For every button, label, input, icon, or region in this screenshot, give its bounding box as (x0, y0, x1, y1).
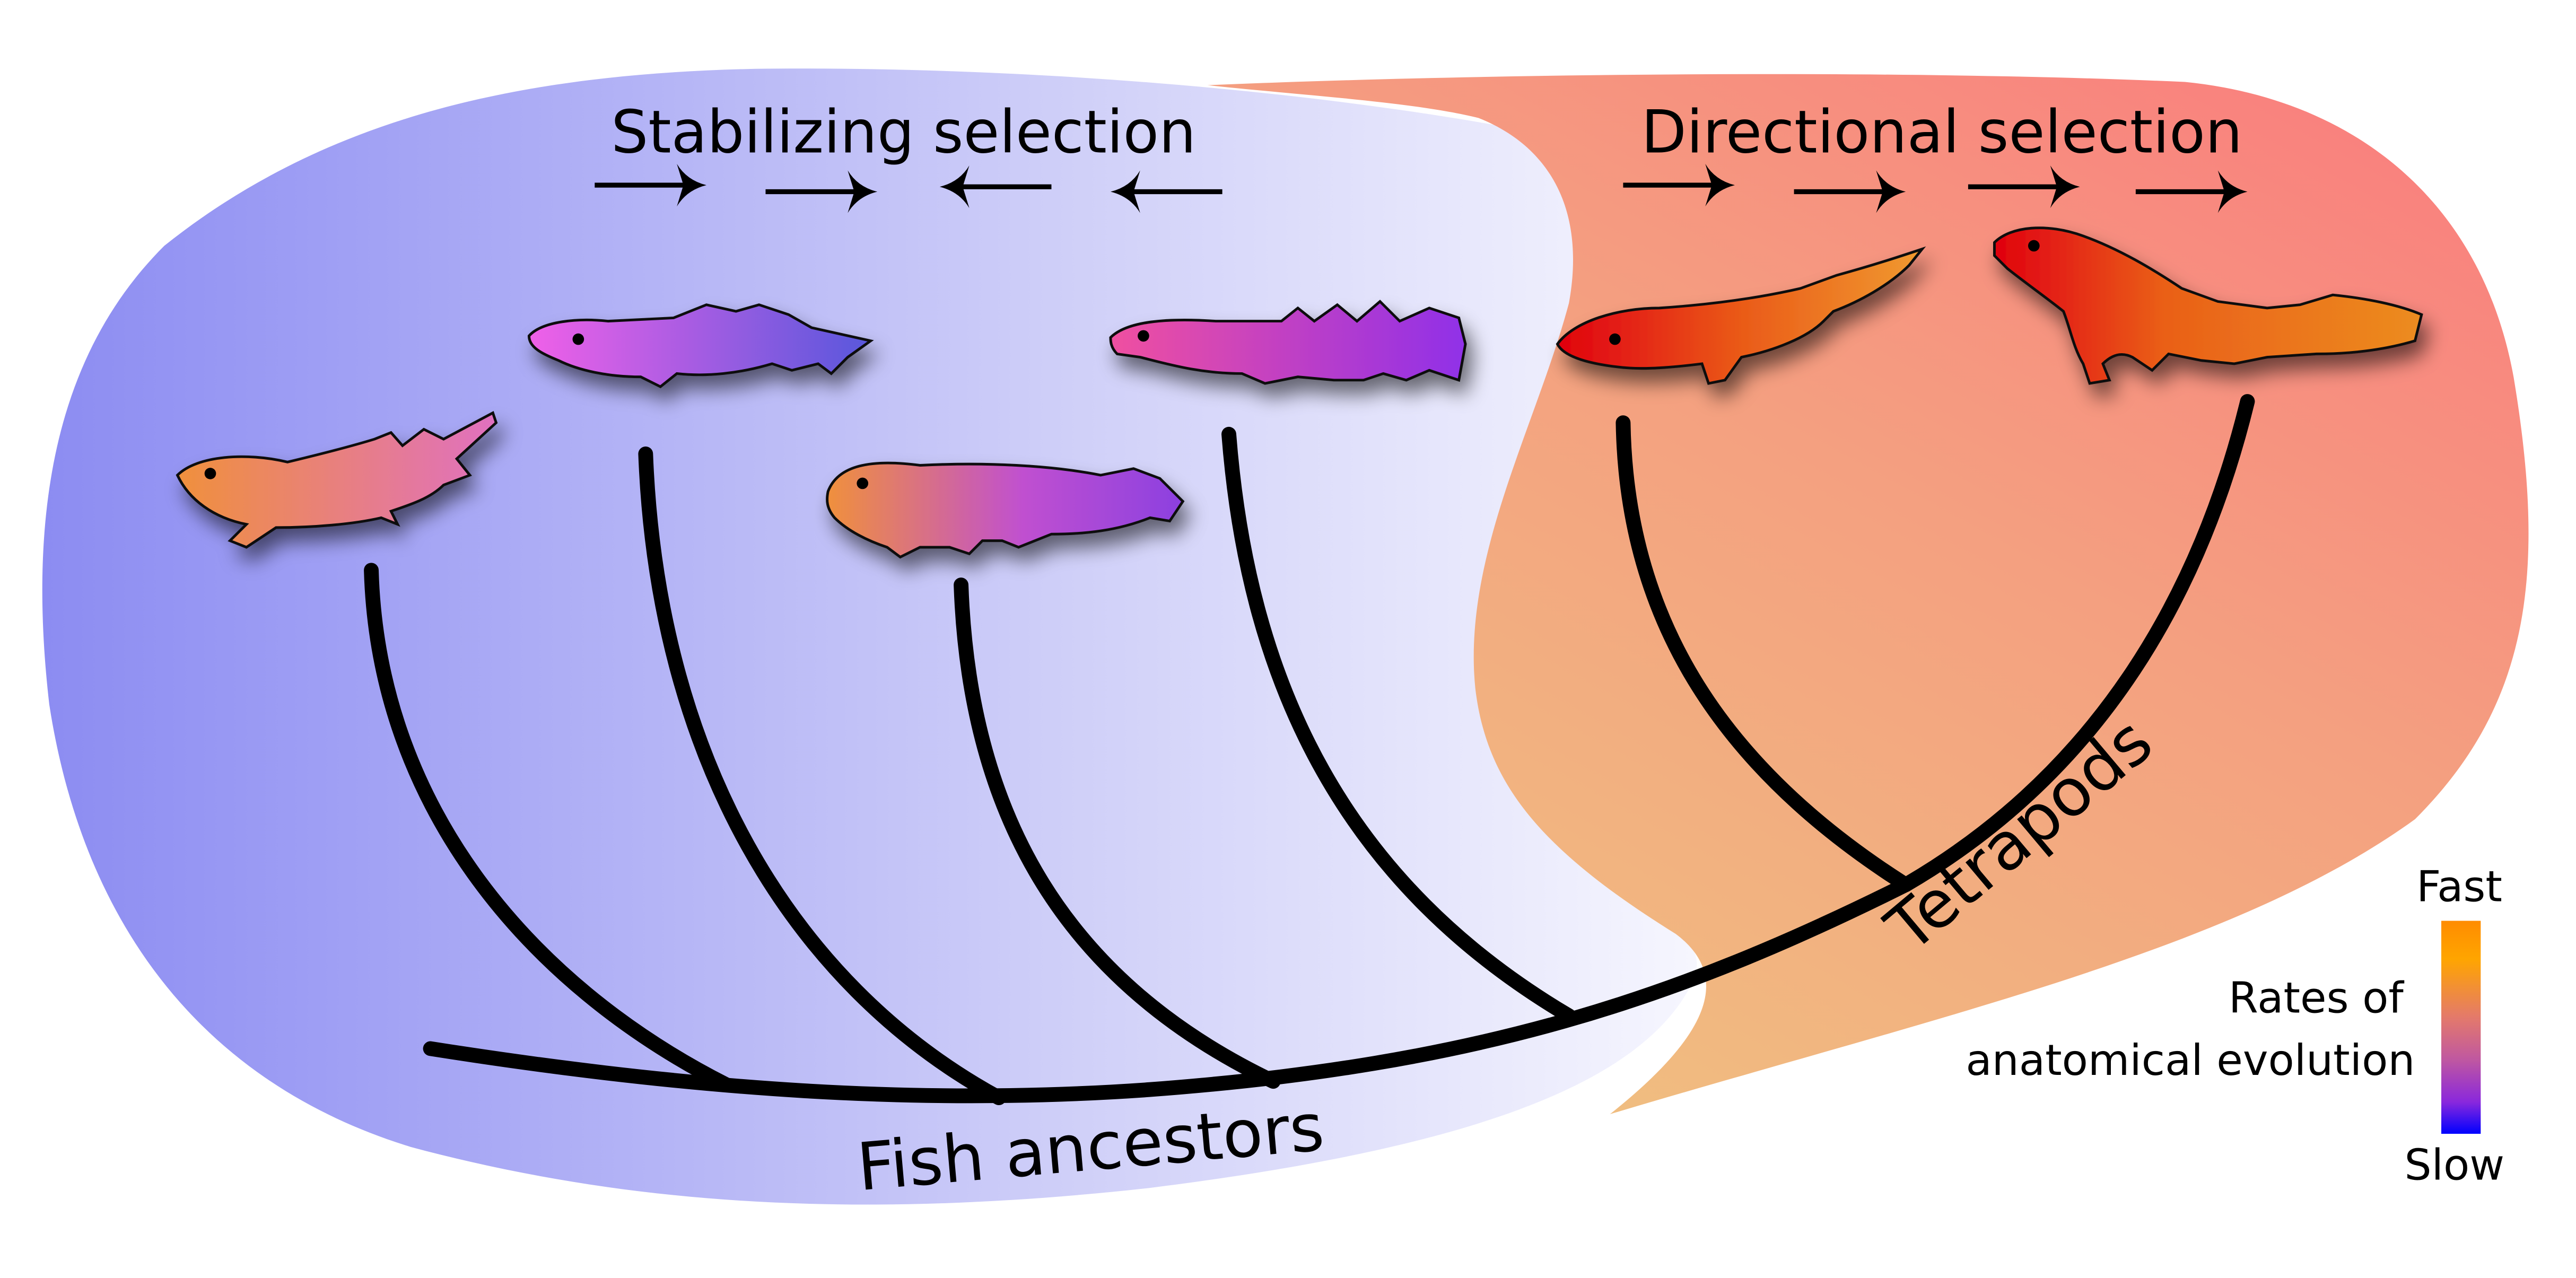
arrow-right-icon (765, 170, 878, 213)
branch-taxon-3 (954, 577, 1281, 1089)
legend-color-bar (2441, 921, 2481, 1134)
taxon-early-tetrapod-2 (1993, 226, 2423, 385)
eye-icon (2028, 240, 2040, 252)
taxon-elpistostegalian-fish (1109, 300, 1467, 385)
arrow-right-icon (595, 163, 706, 207)
arrow-right-icon (1623, 163, 1735, 207)
arrow-left-icon (1110, 170, 1222, 213)
branch-taxon-1 (364, 563, 734, 1092)
eye-icon (572, 333, 584, 345)
branch-taxon-4 (1221, 426, 1577, 1023)
stabilizing-selection-region (42, 68, 1697, 1205)
legend-title-line1: Rates of (2229, 973, 2404, 1023)
arrow-right-icon (1968, 165, 2080, 208)
taxon-coelacanth-like-fish (826, 461, 1185, 559)
tree-backbone (423, 394, 2255, 1104)
eye-icon (204, 468, 216, 479)
eye-icon (1609, 333, 1621, 345)
arrow-left-icon (939, 165, 1052, 208)
arrow-right-icon (1794, 170, 1906, 213)
directional-arrows (1623, 163, 2248, 213)
arrow-right-icon (2135, 170, 2248, 213)
legend-fast-label: Fast (2416, 861, 2502, 911)
taxon-lobe-finned-fish-2 (527, 303, 874, 389)
directional-selection-title: Directional selection (1641, 98, 2242, 167)
legend-title-line2: anatomical evolution (1966, 1035, 2415, 1085)
branch-taxon-2 (638, 446, 1007, 1106)
legend-slow-label: Slow (2404, 1140, 2504, 1190)
eye-icon (857, 477, 869, 489)
rate-legend: Fast Slow Rates of anatomical evolution (1966, 861, 2504, 1189)
branch-taxon-5 (1616, 415, 1914, 892)
phylogenetic-tree (364, 394, 2255, 1106)
taxon-lobe-finned-fish-1 (176, 411, 498, 549)
stabilizing-selection-title: Stabilizing selection (611, 98, 1196, 167)
eye-icon (1138, 330, 1149, 342)
stabilizing-arrows (595, 163, 1222, 213)
taxon-early-tetrapod-1 (1556, 246, 1926, 385)
